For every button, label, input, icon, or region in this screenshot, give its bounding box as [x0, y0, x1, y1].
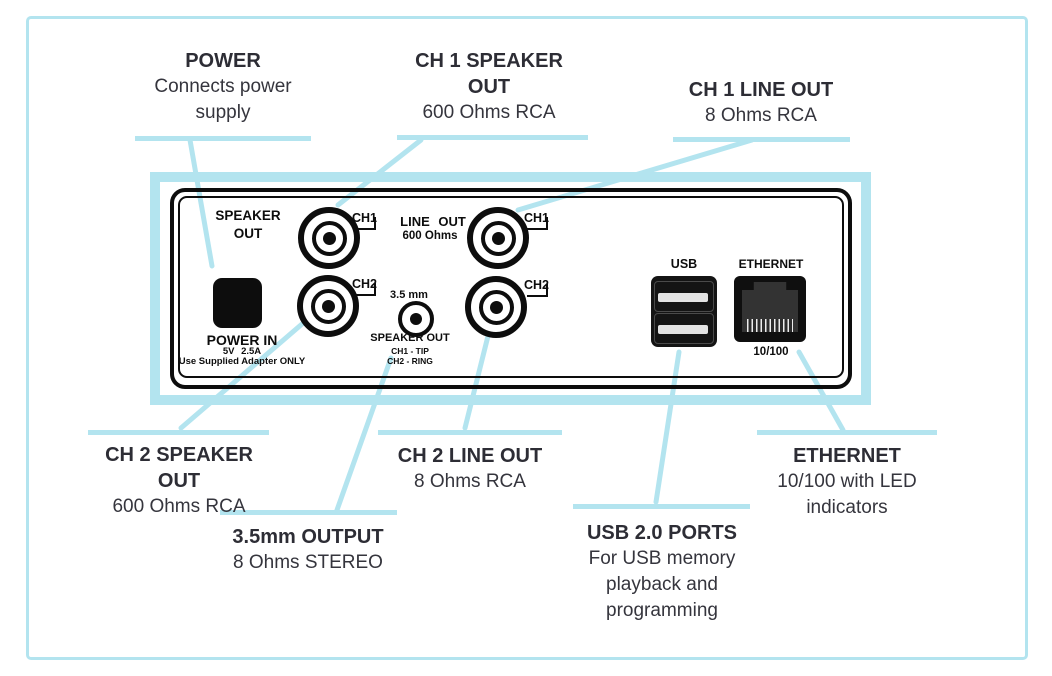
- device-panel-inner-border: [178, 196, 844, 378]
- callout-power-title: POWER: [185, 50, 261, 72]
- callout-ch1-line: CH 1 LINE OUT 8 Ohms RCA: [621, 77, 901, 129]
- usb-port-bottom: [654, 313, 714, 344]
- rca-center-dot: [321, 299, 335, 313]
- line-ch1-bracket-icon: [527, 217, 548, 230]
- line-ch2-line: [462, 329, 492, 431]
- rca-jack-line-ch2-icon: [465, 276, 527, 338]
- usb-tongue-bottom: [658, 325, 708, 334]
- line-ch2-bracket-icon: [527, 284, 548, 297]
- callout-ethernet: ETHERNET 10/100 with LED indicators: [707, 443, 987, 521]
- 35mm-size-label: 3.5 mm: [390, 289, 428, 301]
- speaker-out-label: SPEAKER OUT: [198, 207, 298, 243]
- callout-ch1-speaker-desc: 600 Ohms RCA: [422, 102, 556, 123]
- 35mm-tip-label: CH1 - TIP: [391, 346, 429, 356]
- callout-35mm-desc: 8 Ohms STEREO: [233, 552, 383, 573]
- callout-power-desc: Connects power: [154, 76, 292, 97]
- speaker-ch2-bracket-icon: [355, 283, 376, 296]
- callout-35mm-title: 3.5mm OUTPUT: [232, 526, 384, 548]
- callout-ch2-speaker-title2: OUT: [157, 470, 201, 492]
- power-note-label: Use Supplied Adapter ONLY: [178, 356, 306, 367]
- rca-mid-ring: [310, 288, 346, 324]
- 35mm-speaker-out-label: SPEAKER OUT: [370, 332, 450, 344]
- speaker-out-label-line1: SPEAKER: [215, 208, 281, 223]
- line-ch1-label: CH1: [524, 211, 550, 225]
- rca-center-dot: [489, 300, 503, 314]
- callout-ch2-speaker: CH 2 SPEAKER OUT 600 Ohms RCA: [39, 442, 319, 520]
- line-out-ohms-label: 600 Ohms: [402, 230, 458, 242]
- speaker-ch2-label: CH2: [352, 277, 378, 291]
- ethernet-port-icon: [734, 276, 806, 342]
- power-connector-icon: [213, 278, 262, 328]
- line-ch2-label: CH2: [524, 278, 550, 292]
- callout-ch2-line: CH 2 LINE OUT 8 Ohms RCA: [330, 443, 610, 495]
- callout-ch1-line-desc: 8 Ohms RCA: [705, 105, 817, 126]
- callout-ch1-speaker-title: CH 1 SPEAKER: [415, 50, 563, 72]
- overline-ethernet: [757, 430, 937, 435]
- callout-usb: USB 2.0 PORTS For USB memory playback an…: [522, 520, 802, 624]
- device-panel-outer-border: [170, 188, 852, 389]
- eth-speed-label: 10/100: [753, 346, 789, 358]
- line-power: [187, 137, 215, 269]
- callout-power-desc2: supply: [195, 102, 251, 123]
- usb-port-top: [654, 281, 714, 312]
- overline-ch2-speaker: [88, 430, 269, 435]
- 35mm-center-dot: [410, 313, 422, 325]
- power-rating-label: 5V 2.5A: [222, 346, 262, 357]
- usb-tongue-top: [658, 293, 708, 302]
- rca-jack-line-ch1-icon: [467, 207, 529, 269]
- speaker-ch1-label: CH1: [352, 211, 378, 225]
- 35mm-ring-label: CH2 - RING: [387, 356, 433, 366]
- power-in-label: POWER IN: [206, 332, 278, 348]
- ethernet-label: ETHERNET: [738, 257, 804, 271]
- overline-ch2-line: [378, 430, 562, 435]
- callout-ch1-speaker-title2: OUT: [467, 76, 511, 98]
- line-ch2-speaker: [178, 309, 319, 431]
- line-35mm: [334, 355, 394, 513]
- callout-ethernet-desc2: indicators: [806, 497, 888, 518]
- underline-power: [135, 136, 311, 141]
- overline-35mm: [220, 510, 397, 515]
- rca-jack-speaker-ch1-icon: [298, 207, 360, 269]
- rca-center-dot: [491, 231, 505, 245]
- underline-ch1-speaker: [397, 135, 588, 140]
- speaker-ch1-bracket-icon: [355, 217, 376, 230]
- callout-ch2-speaker-title: CH 2 SPEAKER: [105, 444, 253, 466]
- callout-35mm: 3.5mm OUTPUT 8 Ohms STEREO: [168, 524, 448, 576]
- rca-mid-ring: [311, 220, 347, 256]
- callout-ethernet-desc: 10/100 with LED: [777, 471, 917, 492]
- 35mm-jack-icon: [398, 301, 434, 337]
- rca-mid-ring: [480, 220, 516, 256]
- rca-mid-ring: [478, 289, 514, 325]
- callout-ch2-line-title: CH 2 LINE OUT: [397, 445, 543, 467]
- callout-ch2-line-desc: 8 Ohms RCA: [414, 471, 526, 492]
- rj45-pins: [747, 319, 793, 332]
- callout-power: POWER Connects power supply: [83, 48, 363, 126]
- callout-ethernet-title: ETHERNET: [793, 445, 901, 467]
- callout-usb-title: USB 2.0 PORTS: [586, 522, 738, 544]
- callout-ch2-speaker-desc: 600 Ohms RCA: [112, 496, 246, 517]
- usb-ports-icon: [651, 276, 717, 347]
- line-out-label: LINE OUT: [400, 214, 466, 229]
- rca-center-dot: [322, 231, 336, 245]
- speaker-out-label-line2: OUT: [233, 226, 263, 241]
- usb-label: USB: [670, 257, 698, 271]
- callout-ch1-speaker: CH 1 SPEAKER OUT 600 Ohms RCA: [349, 48, 629, 126]
- rca-jack-speaker-ch2-icon: [297, 275, 359, 337]
- callout-usb-desc2: playback and: [606, 574, 718, 595]
- overline-usb: [573, 504, 750, 509]
- line-ethernet: [796, 349, 846, 433]
- callout-ch1-line-title: CH 1 LINE OUT: [688, 79, 834, 101]
- callout-usb-desc3: programming: [606, 600, 718, 621]
- underline-ch1-line: [673, 137, 850, 142]
- callout-usb-desc: For USB memory: [588, 548, 736, 569]
- page-border: [26, 16, 1028, 660]
- device-highlight-frame: [150, 172, 871, 405]
